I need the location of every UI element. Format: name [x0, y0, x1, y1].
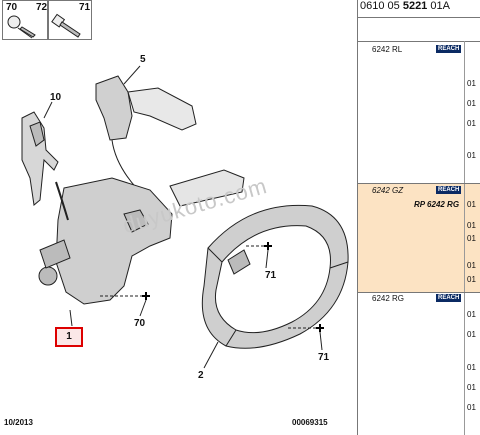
screw-number-72: 72	[36, 2, 48, 13]
part-1-drawing	[38, 169, 245, 305]
col-value: 01	[467, 151, 476, 160]
screw-box-70-72: 70 72	[2, 0, 48, 40]
callout-1-selected[interactable]: 1	[55, 327, 83, 347]
screw-box-71: 71	[48, 0, 92, 40]
col-value: 01	[467, 79, 476, 88]
callout-71-lower[interactable]: 71	[318, 352, 330, 363]
part-number-prefix: 0610 05	[360, 0, 403, 12]
part-10-drawing	[21, 101, 59, 206]
footer-code: 00069315	[292, 418, 328, 427]
reach-badge: REACH	[436, 294, 462, 302]
leader-solid	[69, 249, 323, 369]
part-2-drawing	[201, 204, 349, 349]
separator	[358, 183, 480, 184]
callout-2[interactable]: 2	[198, 370, 204, 381]
column-divider	[464, 41, 465, 435]
cross-marks	[142, 242, 324, 332]
parts-grid: 6242 RL REACH 6242 GZ REACH RP 6242 RG 6…	[358, 41, 480, 435]
callout-10[interactable]: 10	[50, 92, 62, 103]
highlight-band	[358, 184, 464, 292]
reach-badge: REACH	[436, 186, 462, 194]
row-code: 6242 RL	[372, 45, 403, 54]
part-number: 0610 05 5221 01A	[358, 0, 480, 18]
screw-header: 70 72 71	[0, 0, 358, 40]
col-value: 01	[467, 221, 476, 230]
col-value: 01	[467, 275, 476, 284]
col-value: 01	[467, 310, 476, 319]
col-value: 01	[467, 119, 476, 128]
exploded-diagram: 70 72 71 duyukoto.com 10 5 71 71 70 2 1 …	[0, 0, 358, 435]
separator	[358, 292, 480, 293]
parts-panel: 0610 05 5221 01A 6242 RL REACH 6242 GZ R…	[358, 0, 480, 435]
col-value: 01	[467, 330, 476, 339]
callout-70[interactable]: 70	[134, 318, 146, 329]
diagram-drawing	[7, 13, 349, 369]
row-code: 6242 GZ	[372, 186, 404, 195]
replacement-note: RP 6242 RG	[414, 200, 460, 209]
callout-71-upper[interactable]: 71	[265, 270, 277, 281]
row-code: 6242 RG	[372, 294, 405, 303]
col-value: 01	[467, 200, 476, 209]
part-number-suffix: 01A	[427, 0, 450, 12]
leader-lines	[100, 245, 320, 329]
screw-number-70: 70	[6, 2, 18, 13]
callout-5[interactable]: 5	[140, 54, 146, 65]
footer-date: 10/2013	[4, 418, 33, 427]
col-value: 01	[467, 363, 476, 372]
screw-number-71: 71	[79, 2, 91, 13]
part-5-drawing	[95, 65, 197, 201]
col-value: 01	[467, 234, 476, 243]
col-value: 01	[467, 261, 476, 270]
screw-70-72-drawing	[7, 15, 36, 39]
col-value: 01	[467, 99, 476, 108]
part-number-bold: 5221	[402, 0, 428, 12]
screw-71-drawing	[51, 13, 81, 38]
panel-blank-row	[358, 18, 480, 42]
reach-badge: REACH	[436, 45, 462, 53]
col-value: 01	[467, 383, 476, 392]
col-value: 01	[467, 403, 476, 412]
highlight-band-col	[464, 184, 480, 292]
